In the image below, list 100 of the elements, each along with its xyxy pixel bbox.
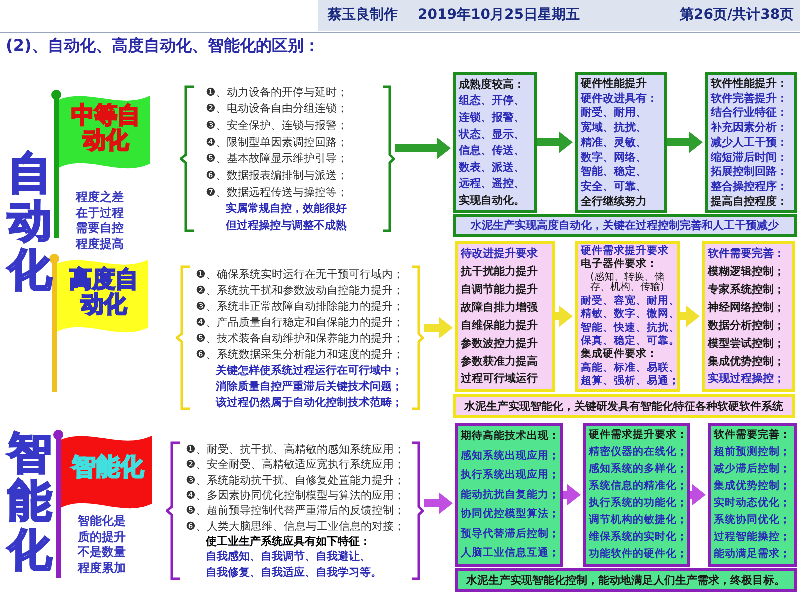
list-item: ❼、数据远程传送与操控等； xyxy=(206,184,349,200)
list-item: ❹、产品质量自行稳定和自保能力的提升； xyxy=(196,314,405,330)
box-text: 硬件需求提升要求： xyxy=(589,429,684,442)
box-text: 超算、强析、易通； xyxy=(581,376,674,387)
box-text: 专家系统控制； xyxy=(708,283,786,296)
box-text: 减少滞后控制； xyxy=(714,463,791,476)
list-item: ❺、技术装备自动维护和保养能力的提升； xyxy=(196,330,405,346)
flag-note: 程度之差在于过程需要自控程度提高 xyxy=(76,190,125,252)
vertical-heading: 自动化 xyxy=(8,150,52,296)
box-text: 减少人工干预： xyxy=(711,136,789,150)
box-text: 能动抗扰自复能力； xyxy=(461,488,557,502)
box-text: 信息、传送、 xyxy=(459,144,526,158)
box-text: 补充因素分析： xyxy=(711,121,789,134)
box-text: 状态、显示、 xyxy=(459,128,526,141)
box-text: 硬件需求提升要求 xyxy=(581,246,670,258)
list-item: ❻、系统数据采集分析能力和速度的提升； xyxy=(196,346,405,362)
list-item: ❻、人类大脑思维、信息与工业信息的对接； xyxy=(186,518,406,534)
arrow xyxy=(537,132,573,154)
box-text: 软件需要完善： xyxy=(708,247,786,261)
list-item: ❷、电动设备自由分组连锁； xyxy=(206,101,349,116)
box-text: 抗干扰能力提升 xyxy=(461,265,539,278)
box-text: 智能、快速、抗扰、 xyxy=(581,322,674,334)
box-text: 自维保能力提升 xyxy=(461,318,539,332)
arrow xyxy=(555,306,573,328)
box-text: 执行系统的功能化； xyxy=(589,497,684,510)
box-text: 安全、可靠、 xyxy=(581,180,648,194)
box-text: 系统协同优化； xyxy=(714,514,791,527)
info-box xyxy=(455,241,555,392)
box-text: 模型尝试控制； xyxy=(708,336,786,350)
box-text: 超前预测控制； xyxy=(714,446,791,459)
info-box xyxy=(708,423,797,567)
box-text: 成熟度较高： xyxy=(459,78,526,91)
box-text: 预导代替滞后控制； xyxy=(461,528,557,540)
list-item: 消除质量自控严重滞后关键技术问题； xyxy=(215,378,404,394)
list-item: 使工业生产系统应具有如下特征： xyxy=(204,534,372,550)
list-item: ❷、安全耐受、高精敏适应宽执行系统应用； xyxy=(186,457,406,472)
box-text: 耐受、容宽、耐用、 xyxy=(581,296,674,308)
box-text: 结合行业特征： xyxy=(711,106,789,120)
vertical-heading: 智能化 xyxy=(8,430,52,576)
box-text: 调节机构的敏捷化； xyxy=(589,514,684,527)
summary-banner xyxy=(455,568,797,592)
box-text: 缩短滞后时间： xyxy=(711,150,789,164)
box-text: (感知、转换、储存、机构、传输) xyxy=(590,272,666,294)
box-text: 高能、标准、易联、 xyxy=(581,362,674,374)
banner-text: 水泥生产实现智能化控制，能动地满足人们生产需求，终极目标。 xyxy=(466,572,786,588)
list-item: 但过程操控与调整不成熟 xyxy=(224,218,348,234)
box-text: 集成硬件要求： xyxy=(581,349,659,360)
arrow xyxy=(563,484,581,506)
box-text: 集成优势控制； xyxy=(708,354,786,368)
arrow xyxy=(424,492,453,514)
list-item: 关键怎样使系统过程运行在可行域中； xyxy=(215,362,404,378)
box-text: 自调节能力提升 xyxy=(461,283,539,296)
box-text: 硬件改进具有： xyxy=(581,92,659,105)
list-item: ❸、系统非正常故障自动排除能力的提升； xyxy=(196,298,405,314)
bracketed-list xyxy=(180,84,395,234)
author-text: 蔡玉良制作 xyxy=(328,6,398,24)
box-text: 数字、网络、 xyxy=(581,150,648,164)
box-text: 数表、派送、 xyxy=(459,160,526,174)
list-item: ❺、基本故障显示维护引导； xyxy=(206,151,349,166)
box-text: 电子器件要求： xyxy=(581,259,659,270)
banner-text: 水泥生产实现高度自动化，关键在过程控制完善和人工干预减少 xyxy=(471,218,779,233)
box-text: 整合操控程序： xyxy=(711,180,789,194)
box-text: 参数波控力提升 xyxy=(461,336,539,350)
list-item: ❶、动力设备的开停与延时； xyxy=(206,84,349,100)
info-box xyxy=(702,241,795,392)
box-text: 耐受、耐用、 xyxy=(581,106,648,120)
box-text: 参数获准力提高 xyxy=(461,354,539,368)
box-text: 组态、开停、 xyxy=(459,94,526,108)
box-text: 实时动态优化； xyxy=(714,497,791,510)
arrow xyxy=(424,317,453,339)
box-text: 神经网络控制； xyxy=(708,300,786,314)
summary-banner xyxy=(453,394,795,418)
bracketed-list xyxy=(166,440,424,582)
box-text: 实现过程操控； xyxy=(708,372,786,386)
box-text: 功能软件的硬件化； xyxy=(589,548,684,561)
list-item: ❹、多因素协同优化控制模型与算法的应用； xyxy=(186,488,406,504)
summary-banner xyxy=(453,214,797,237)
date-text: 2019年10月25日星期五 xyxy=(418,6,580,24)
box-text: 协同优控模型算法； xyxy=(461,508,557,521)
box-text: 精密仪器的在线化； xyxy=(589,446,684,459)
flag-note: 智能化是质的提升不是数量程度累加 xyxy=(78,514,127,576)
box-text: 待改进提升要求 xyxy=(461,247,539,261)
box-text: 软件需要完善： xyxy=(714,429,791,442)
list-item: ❷、系统抗干扰和参数波动自控能力提升； xyxy=(196,282,405,298)
box-text: 模糊逻辑控制； xyxy=(708,265,786,278)
arrow xyxy=(690,484,706,506)
list-item: ❶、耐受、抗干扰、高精敏的感知系统应用； xyxy=(186,442,406,458)
box-text: 过程可行域运行 xyxy=(461,372,539,386)
info-box xyxy=(455,423,563,567)
list-item: ❻、数据报表编排制与派送； xyxy=(206,168,349,184)
box-text: 远程、遥控、 xyxy=(459,177,526,191)
box-text: 感知系统的多样化； xyxy=(589,463,684,476)
box-text: 保真、稳定、可靠。 xyxy=(581,336,674,347)
box-text: 人脑工业信息互通； xyxy=(461,546,557,560)
info-box xyxy=(575,72,667,213)
box-text: 拓展控制回路： xyxy=(711,165,789,179)
arrow xyxy=(667,132,703,154)
box-text: 连锁、报警、 xyxy=(459,110,526,124)
info-box xyxy=(575,241,680,392)
box-text: 宽域、抗扰、 xyxy=(581,121,648,134)
